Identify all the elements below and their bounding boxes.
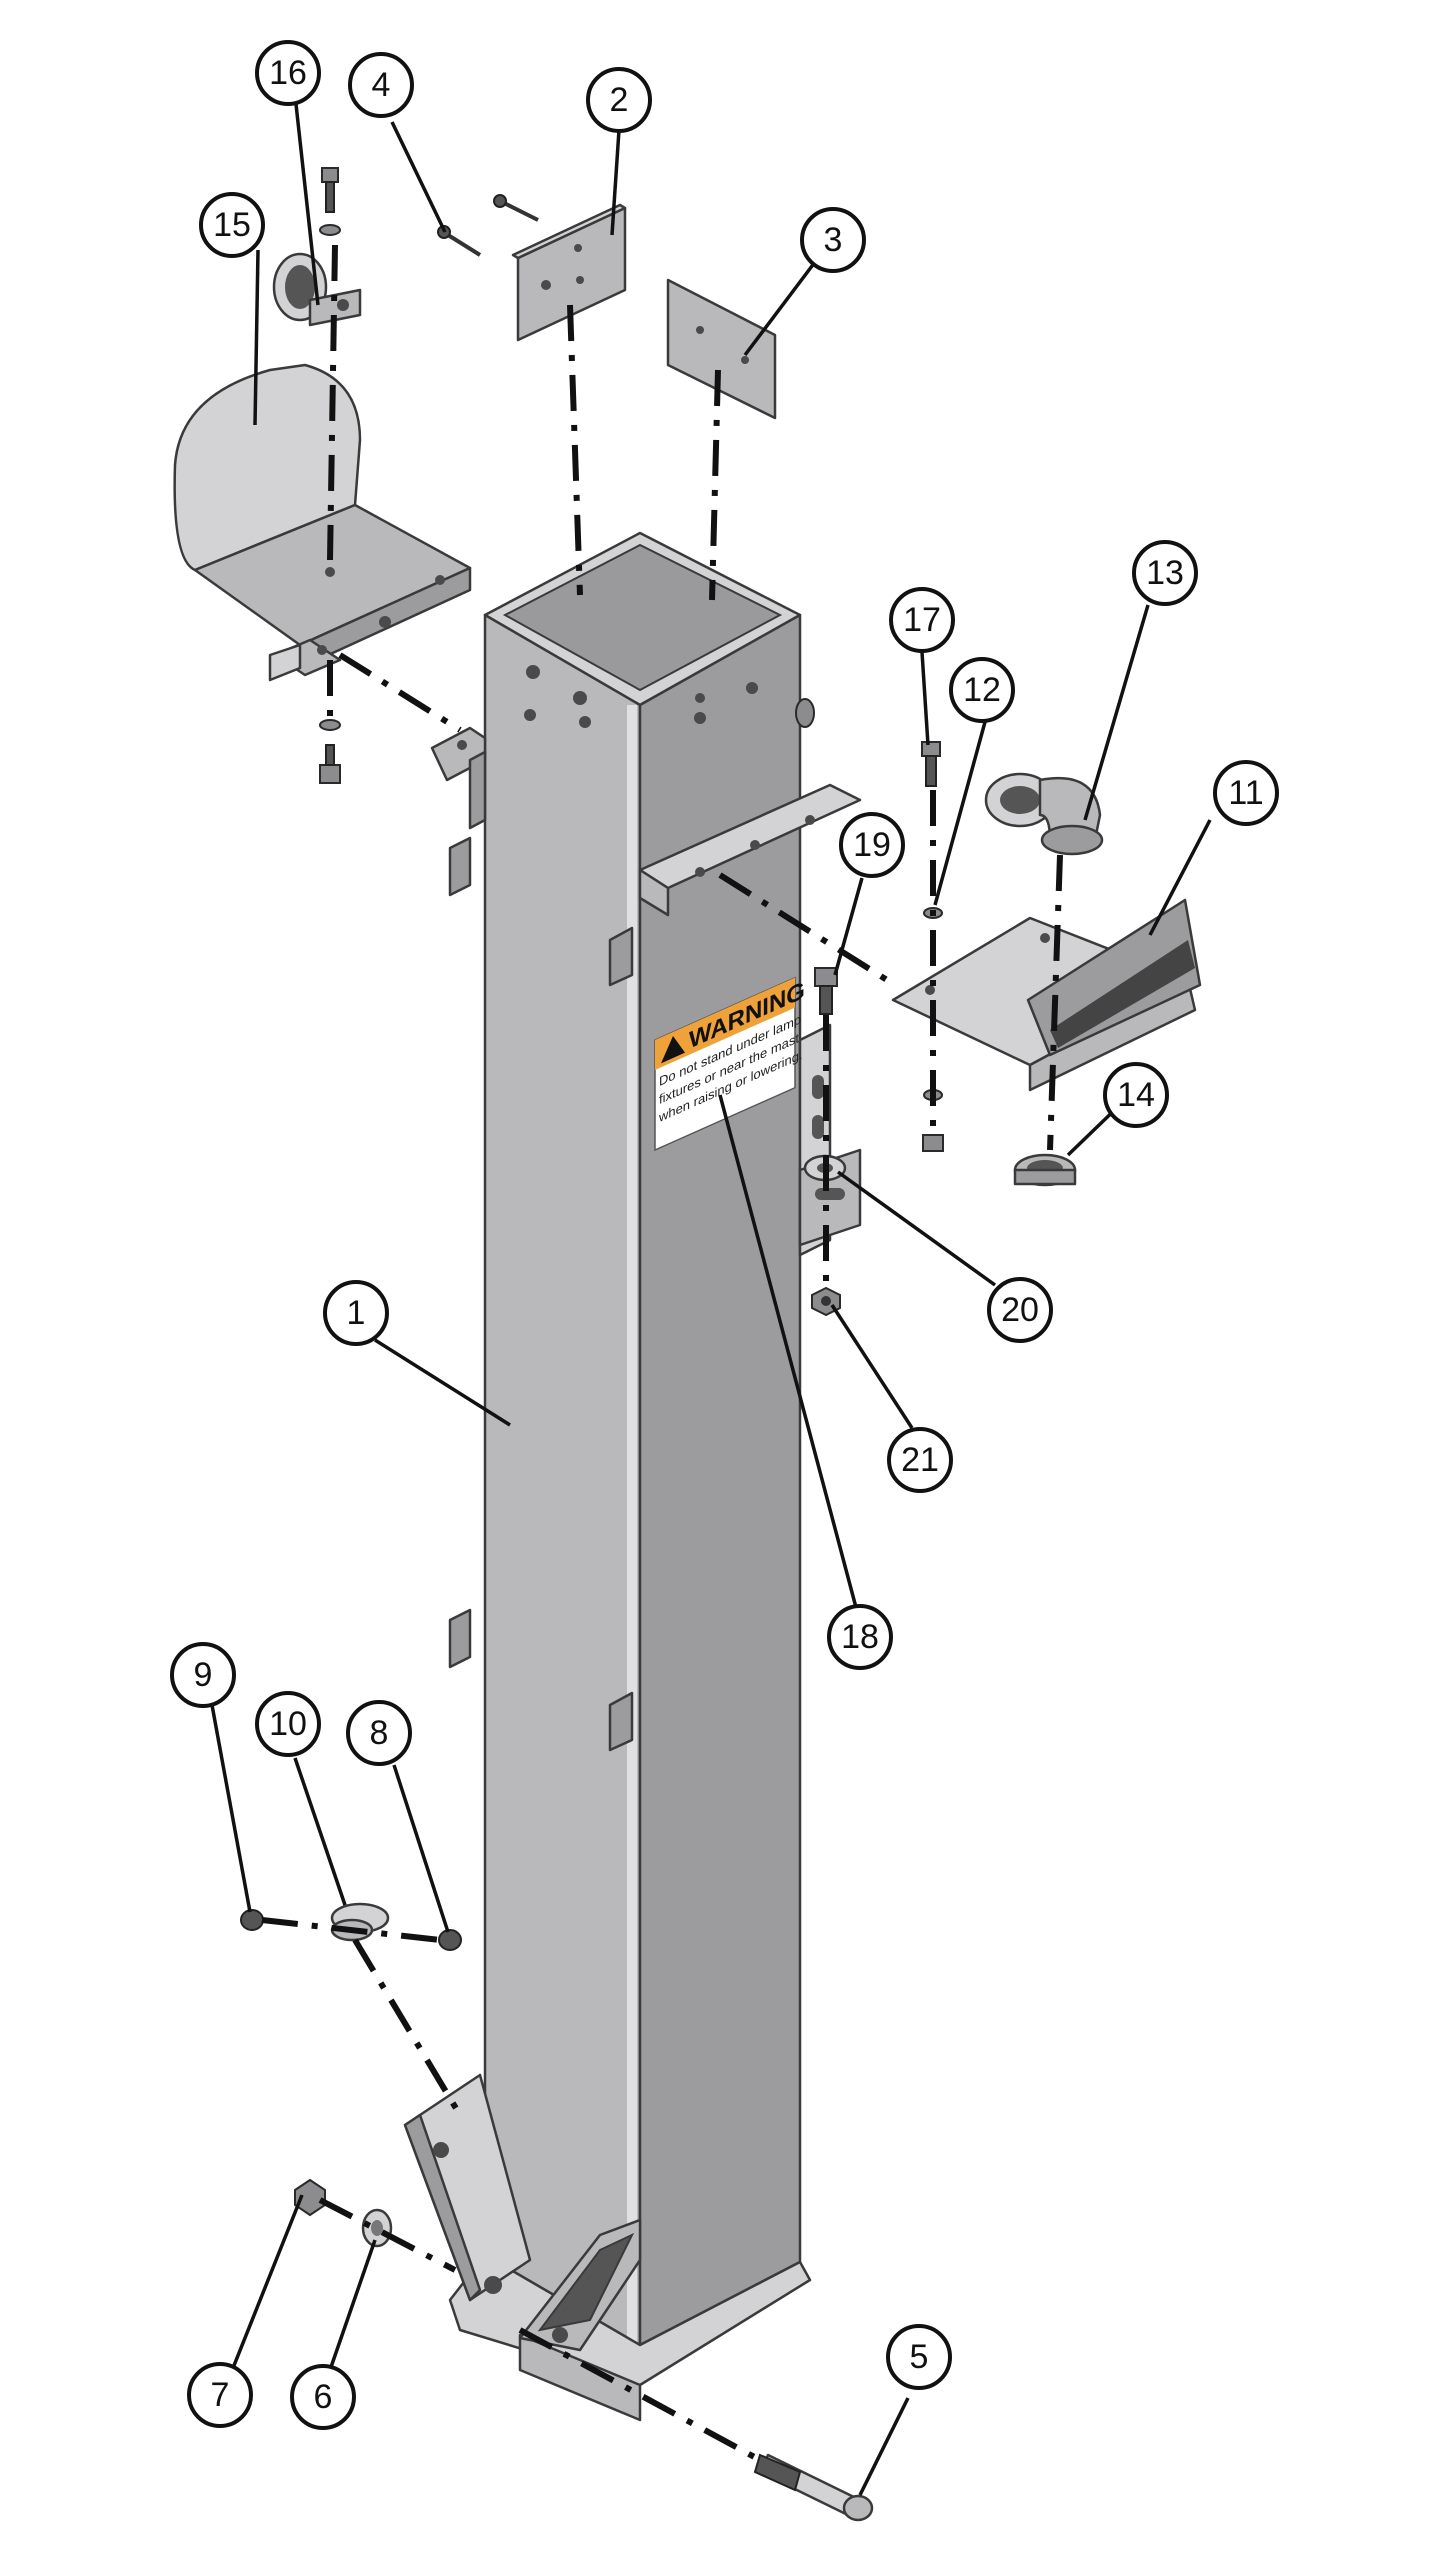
svg-text:21: 21 [901, 1441, 939, 1479]
upper-left-bracket [430, 726, 487, 830]
bolt-part-17 [921, 741, 941, 787]
callout-12: 12 [949, 657, 1015, 723]
screw-part-8 [438, 1929, 462, 1951]
leader-lines [210, 94, 1212, 2496]
elbow-fitting-part-13 [984, 772, 1104, 856]
upper-right-bracket [638, 698, 862, 917]
callout-9: 9 [170, 1642, 236, 1708]
callout-6: 6 [290, 2364, 356, 2430]
svg-text:9: 9 [194, 1656, 213, 1694]
washer-part-6 [361, 2208, 393, 2248]
nut-below-tray-15 [319, 719, 341, 784]
callout-2: 2 [586, 67, 652, 133]
svg-text:6: 6 [314, 2378, 333, 2416]
svg-text:13: 13 [1146, 554, 1184, 592]
svg-text:5: 5 [910, 2338, 929, 2376]
svg-text:19: 19 [853, 826, 891, 864]
nut-part-9 [240, 1909, 264, 1931]
bolt-part-19 [814, 967, 838, 1015]
callout-3: 3 [800, 207, 866, 273]
plate-part-3 [666, 278, 777, 420]
svg-text:1: 1 [347, 1294, 366, 1332]
callout-13: 13 [1132, 540, 1198, 606]
clamp-part-10 [330, 1902, 390, 1942]
svg-text:4: 4 [372, 66, 391, 104]
callout-8: 8 [346, 1700, 412, 1766]
svg-text:3: 3 [824, 221, 843, 259]
svg-text:10: 10 [269, 1705, 307, 1743]
slotted-mount-bracket [798, 1023, 862, 1257]
callout-10: 10 [255, 1691, 321, 1757]
svg-text:7: 7 [211, 2376, 230, 2414]
lock-nut-part-14 [1013, 1153, 1077, 1187]
callout-19: 19 [839, 812, 905, 878]
svg-text:16: 16 [269, 54, 307, 92]
callout-14: 14 [1103, 1062, 1169, 1128]
callout-17: 17 [889, 587, 955, 653]
callout-15: 15 [199, 192, 265, 258]
assembly-lines [261, 244, 1063, 2463]
callout-21: 21 [887, 1427, 953, 1493]
svg-text:8: 8 [370, 1714, 389, 1752]
svg-text:2: 2 [610, 81, 629, 119]
svg-text:20: 20 [1001, 1291, 1039, 1329]
mast-tube [403, 531, 812, 2422]
screw-part-4 [437, 194, 539, 257]
callout-4: 4 [348, 52, 414, 118]
svg-text:12: 12 [963, 671, 1001, 709]
svg-text:18: 18 [841, 1618, 879, 1656]
callout-16: 16 [255, 40, 321, 106]
callout-7: 7 [187, 2362, 253, 2428]
svg-text:14: 14 [1117, 1076, 1155, 1114]
callout-18: 18 [827, 1604, 893, 1670]
plate-part-2 [511, 203, 627, 342]
tray-part-15 [173, 363, 472, 682]
tray-part-11 [891, 898, 1202, 1092]
callout-1: 1 [323, 1280, 389, 1346]
callout-5: 5 [886, 2324, 952, 2390]
bolt-part-16-top [319, 167, 341, 236]
callout-20: 20 [987, 1277, 1053, 1343]
bolt-part-5 [753, 2453, 874, 2522]
svg-text:17: 17 [903, 601, 941, 639]
callout-11: 11 [1213, 760, 1279, 826]
svg-text:11: 11 [1228, 774, 1263, 812]
svg-text:15: 15 [213, 206, 251, 244]
